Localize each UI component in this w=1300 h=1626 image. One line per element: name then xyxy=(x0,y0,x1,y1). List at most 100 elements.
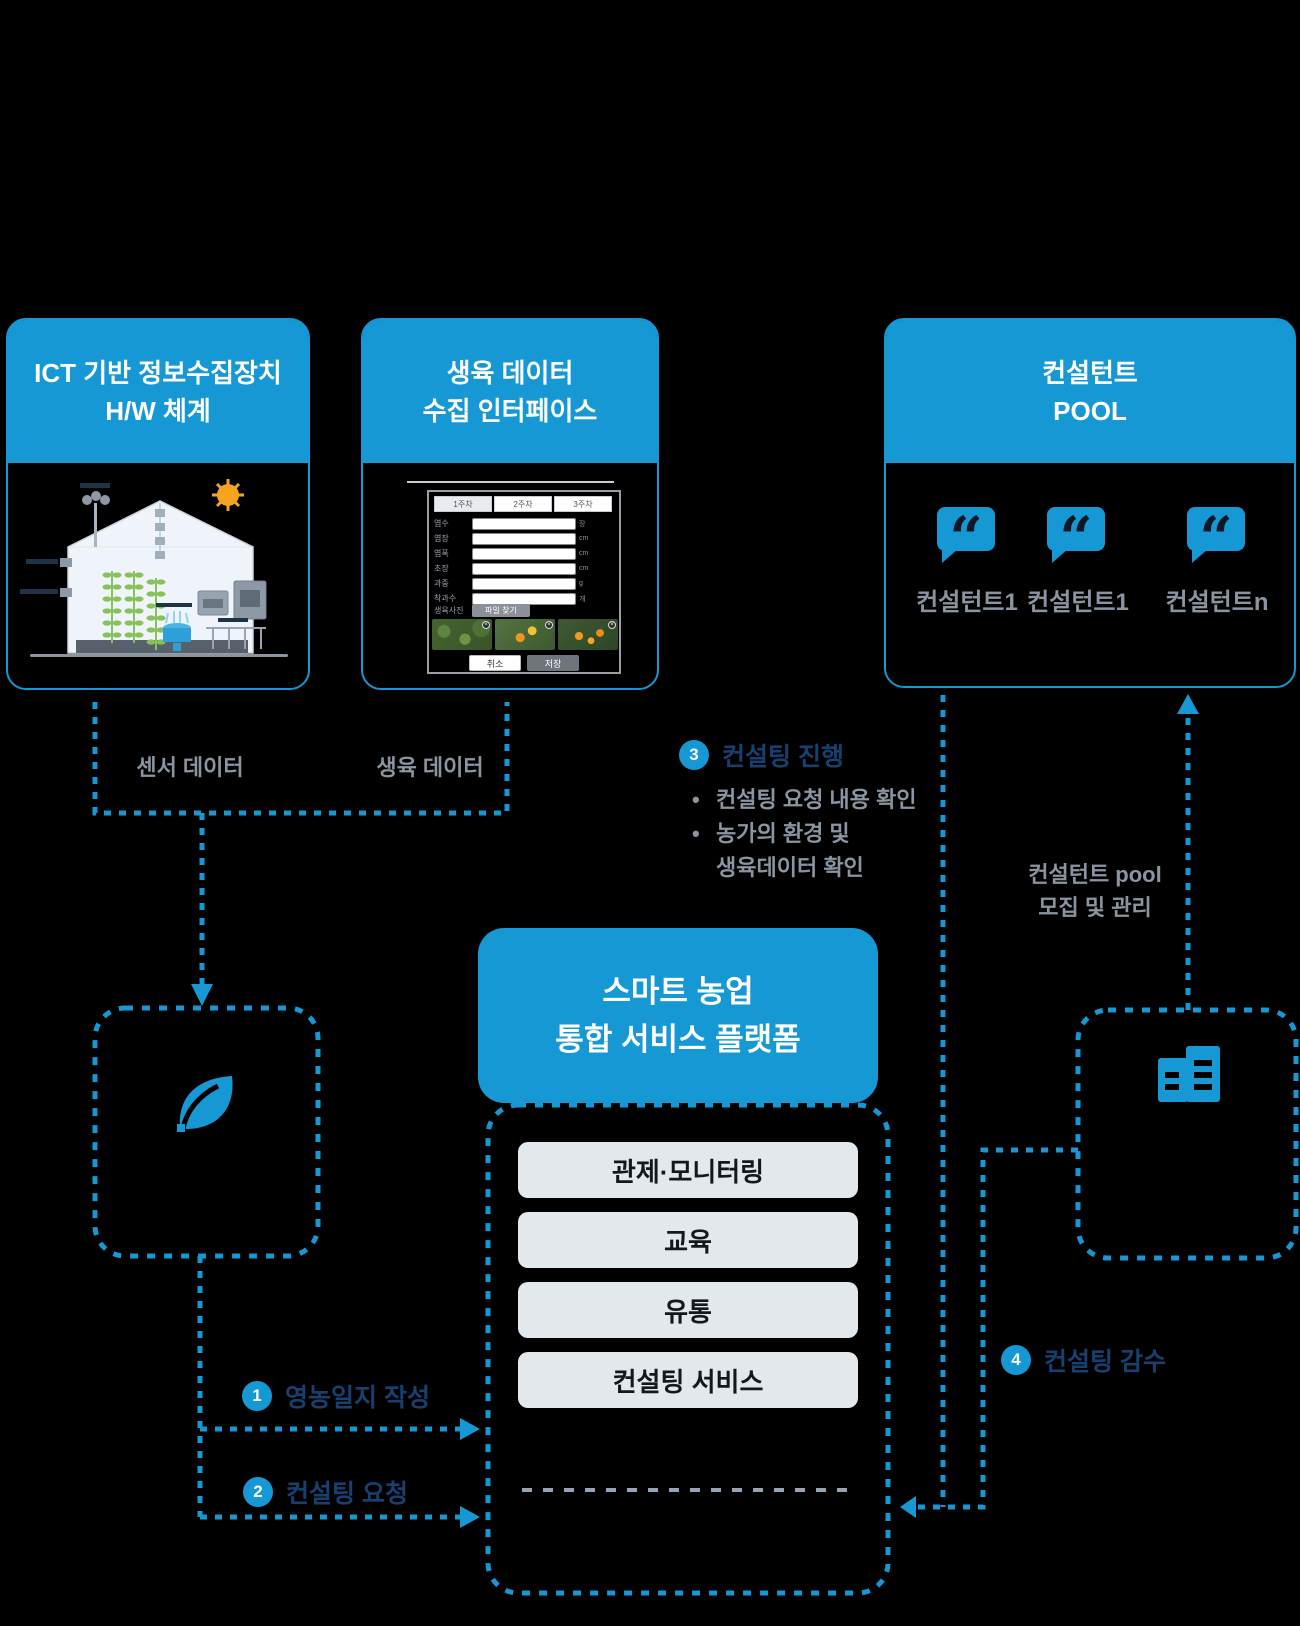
line-agency-to-platform xyxy=(916,1147,1078,1510)
service-consulting: 컨설팅 서비스 xyxy=(518,1352,858,1408)
mock-field-label: 초장 xyxy=(434,564,449,573)
mock-tabs: 1주차 2주차 3주차 xyxy=(434,496,612,512)
bullet-text: 컨설팅 요청 내용 확인 xyxy=(716,787,917,812)
step-2-label: 컨설팅 요청 xyxy=(286,1480,408,1508)
step-4: 4 컨설팅 감수 xyxy=(1001,1342,1166,1378)
card-pool-header: 컨설턴트 POOL xyxy=(886,320,1294,463)
card-ict-body xyxy=(8,463,308,688)
leaf-icon xyxy=(177,1076,233,1132)
card-consultant-pool: 컨설턴트 POOL xyxy=(884,318,1296,688)
mock-tab-week1: 1주차 xyxy=(434,496,492,512)
step-3-bullets: • 컨설팅 요청 내용 확인 • 농가의 환경 및 생육데이터 확인 xyxy=(692,783,917,885)
mock-field-input xyxy=(472,562,576,575)
mock-field-unit: cm xyxy=(579,535,589,542)
mock-save-button: 저장 xyxy=(527,655,579,671)
sensor-data-label: 센서 데이터 xyxy=(136,755,244,780)
bullet-row: • 컨설팅 요청 내용 확인 xyxy=(692,783,917,817)
photo-close-icon: × xyxy=(482,621,490,629)
card-ict-hw: ICT 기반 정보수집장치 H/W 체계 xyxy=(6,318,310,690)
mock-photo-2: × xyxy=(495,619,555,650)
mock-field-input xyxy=(472,532,576,545)
mock-photo-1: × xyxy=(432,619,492,650)
mock-field-label: 엽수 xyxy=(434,519,449,528)
mock-field-row: 엽수 장 xyxy=(434,517,585,530)
bullet-row: 생육데이터 확인 xyxy=(692,851,917,885)
pool-manage-line1: 컨설턴트 pool xyxy=(1028,862,1162,887)
mock-photo-3: × xyxy=(558,619,618,650)
arrowhead-down-farm xyxy=(191,984,213,1006)
step-1-label: 영농일지 작성 xyxy=(285,1384,430,1412)
step-2-number: 2 xyxy=(243,1477,273,1507)
farm-box xyxy=(92,1005,321,1259)
mock-field-input xyxy=(472,547,576,560)
card-ict-title-line1: ICT 기반 정보수집장치 xyxy=(34,357,282,388)
service-monitoring: 관제·모니터링 xyxy=(518,1142,858,1198)
mock-cancel-button: 취소 xyxy=(469,655,521,671)
growth-data-label: 생육 데이터 xyxy=(376,755,484,780)
bullet-dot: • xyxy=(692,787,700,812)
mock-field-unit: g xyxy=(579,580,583,587)
step-3: 3 컨설팅 진행 xyxy=(679,737,844,773)
step-1-number: 1 xyxy=(242,1381,272,1411)
step-2: 2 컨설팅 요청 xyxy=(243,1474,408,1510)
mock-field-input xyxy=(472,577,576,590)
mock-window-divider xyxy=(407,481,614,483)
bullet-text: 생육데이터 확인 xyxy=(716,855,864,880)
greenhouse-illustration xyxy=(20,479,288,657)
building-icon xyxy=(1158,1046,1220,1102)
mock-field-label: 엽폭 xyxy=(434,549,449,558)
mock-field-unit: 개 xyxy=(579,595,586,603)
quote-icon: “ xyxy=(1059,504,1093,572)
step-3-number: 3 xyxy=(679,740,709,770)
mock-field-unit: 장 xyxy=(579,520,586,528)
card-growth-interface: 생육 데이터 수집 인터페이스 1주차 2주차 3주차 엽수 장 엽장 xyxy=(361,318,659,690)
mock-tab-week2: 2주차 xyxy=(494,496,552,512)
arrowhead-up-pool xyxy=(1177,694,1199,714)
service-distribution: 유통 xyxy=(518,1282,858,1338)
mock-field-unit: cm xyxy=(579,565,589,572)
card-growth-title-line2: 수집 인터페이스 xyxy=(422,395,598,426)
arrowhead-step1 xyxy=(460,1418,480,1440)
consultant-bubble-icon: “ xyxy=(1047,507,1105,567)
service-education: 교육 xyxy=(518,1212,858,1268)
platform-box xyxy=(485,1102,891,1596)
card-ict-header: ICT 기반 정보수집장치 H/W 체계 xyxy=(8,320,308,463)
mock-field-label: 엽장 xyxy=(434,534,449,543)
mock-field-row: 엽폭 cm xyxy=(434,547,588,560)
mock-tab-week3: 3주차 xyxy=(554,496,612,512)
consultant-n-label: 컨설턴트n xyxy=(1165,589,1269,616)
step-3-label: 컨설팅 진행 xyxy=(722,743,844,771)
mock-file-label: 생육사진 xyxy=(434,606,464,615)
photo-close-icon: × xyxy=(608,621,616,629)
quote-icon: “ xyxy=(1199,504,1233,572)
card-growth-body: 1주차 2주차 3주차 엽수 장 엽장 cm 엽폭 cm xyxy=(363,463,657,688)
quote-icon: “ xyxy=(949,504,983,572)
platform-title-line2: 통합 서비스 플랫폼 xyxy=(555,1021,801,1057)
growth-form-mock: 1주차 2주차 3주차 엽수 장 엽장 cm 엽폭 cm xyxy=(427,490,621,674)
data-collect-bracket xyxy=(92,702,510,816)
card-pool-title-line2: POOL xyxy=(1053,395,1127,426)
platform-title: 스마트 농업 통합 서비스 플랫폼 xyxy=(478,928,878,1103)
pool-manage-line2: 모집 및 관리 xyxy=(1038,895,1152,920)
bullet-dot: • xyxy=(692,821,700,846)
platform-title-line1: 스마트 농업 xyxy=(602,973,754,1009)
mock-field-row: 초장 cm xyxy=(434,562,588,575)
mock-field-input xyxy=(472,517,576,530)
step-4-number: 4 xyxy=(1001,1345,1031,1375)
mock-file-row: 생육사진 파일 찾기 xyxy=(434,604,530,617)
step-1: 1 영농일지 작성 xyxy=(242,1378,430,1414)
consultant-2-label: 컨설턴트1 xyxy=(1027,589,1129,616)
card-ict-title-line2: H/W 체계 xyxy=(105,395,211,426)
bullet-text: 농가의 환경 및 xyxy=(716,821,850,846)
consultant-1-label: 컨설턴트1 xyxy=(916,589,1018,616)
photo-close-icon: × xyxy=(545,621,553,629)
consultant-bubble-icon: “ xyxy=(1187,507,1245,567)
consultant-bubble-icon: “ xyxy=(937,507,995,567)
arrowhead-step2 xyxy=(460,1506,480,1528)
mock-file-button: 파일 찾기 xyxy=(472,604,530,617)
bullet-row: • 농가의 환경 및 xyxy=(692,817,917,851)
card-pool-title-line1: 컨설턴트 xyxy=(1042,357,1138,388)
mock-field-unit: cm xyxy=(579,550,589,557)
